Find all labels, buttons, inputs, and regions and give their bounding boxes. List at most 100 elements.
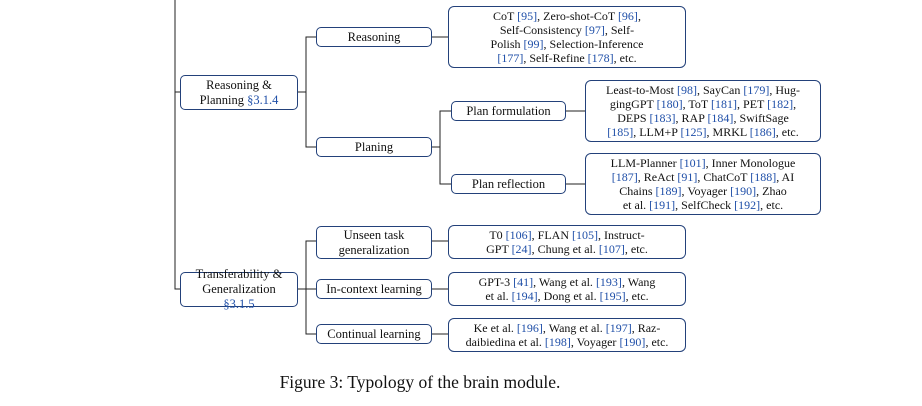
citation-ref: [192] [734, 198, 761, 212]
edge-planing-formulation [432, 110, 451, 148]
citation-ref: [180] [656, 97, 683, 111]
leaf-text-run: LLM-Planner [610, 156, 680, 170]
node-unseen-task: Unseen task generalization [316, 226, 432, 259]
citation-ref: [105] [572, 228, 599, 242]
citation-ref: [185] [607, 125, 634, 139]
citation-ref: [197] [605, 321, 632, 335]
citation-ref: [179] [743, 83, 770, 97]
leaf-text-run: DEPS [617, 111, 650, 125]
citation-ref: [183] [649, 111, 676, 125]
leaf-text-run: , LLM+P [633, 125, 681, 139]
leaf-text-run: , Hug- [769, 83, 800, 97]
leaf-text-run: gingGPT [609, 97, 657, 111]
citation-ref: [97] [584, 23, 605, 37]
citation-ref: [177] [497, 51, 524, 65]
leaf-text-run: et al. [622, 198, 650, 212]
leaf-unseen-task: T0 [106], FLAN [105], Instruct-GPT [24],… [448, 225, 686, 259]
leaf-text-run: , etc. [613, 51, 637, 65]
leaf-text-run: Ke et al. [473, 321, 517, 335]
citation-ref: [41] [513, 275, 534, 289]
edge-rp-reasoning [298, 36, 316, 93]
section-ref-3-1-5: §3.1.5 [223, 297, 255, 311]
citation-ref: [96] [617, 9, 638, 23]
node-continual: Continual learning [316, 324, 432, 344]
leaf-text-run: , Wang et al. [542, 321, 606, 335]
edge-rp-planing [305, 92, 316, 148]
leaf-text-run: , etc. [760, 198, 784, 212]
node-unseen-task-label: Unseen task generalization [338, 227, 410, 257]
node-transferability-label2: Generalization [202, 282, 276, 296]
edge-planing-reflection [439, 147, 451, 185]
node-reasoning-planning-label2: Planning [199, 92, 248, 107]
section-ref-3-1-4: §3.1.4 [247, 92, 279, 107]
citation-ref: [125] [680, 125, 707, 139]
leaf-text-run: , Voyager [570, 335, 620, 349]
leaf-text: LLM-Planner [101], Inner Monologue[187],… [611, 156, 796, 212]
trunk-line-2 [174, 92, 181, 290]
leaf-text-run: , etc. [624, 242, 648, 256]
citation-ref: [190] [730, 184, 757, 198]
citation-ref: [106] [505, 228, 532, 242]
citation-ref: [189] [655, 184, 682, 198]
node-plan-formulation-label: Plan formulation [466, 103, 551, 118]
citation-ref: [193] [595, 275, 622, 289]
node-transferability-label: Transferability & [195, 267, 283, 281]
leaf-text-run: , Voyager [681, 184, 731, 198]
node-in-context: In-context learning [316, 279, 432, 299]
node-plan-reflection-label: Plan reflection [471, 176, 546, 191]
leaf-text-run: , Zero-shot-CoT [537, 9, 618, 23]
leaf-text-run: Self-Consistency [499, 23, 585, 37]
edge-tg-unseen [298, 240, 316, 290]
leaf-text-run: , Wang [621, 275, 656, 289]
node-in-context-label: In-context learning [326, 281, 422, 296]
leaf-text-run: daibiedina et al. [465, 335, 545, 349]
leaf-text-run: , SelfCheck [675, 198, 735, 212]
leaf-text-run: , etc. [625, 289, 649, 303]
node-reasoning-planning-label: Reasoning & [206, 77, 272, 92]
leaf-text-run: , Inner Monologue [705, 156, 796, 170]
leaf-text-run: GPT-3 [478, 275, 514, 289]
citation-ref: [98] [676, 83, 697, 97]
citation-ref: [195] [599, 289, 626, 303]
leaf-text-run: CoT [493, 9, 518, 23]
leaf-text: T0 [106], FLAN [105], Instruct-GPT [24],… [486, 228, 648, 256]
leaf-text-run: Polish [490, 37, 524, 51]
citation-ref: [99] [523, 37, 544, 51]
leaf-plan-reflection: LLM-Planner [101], Inner Monologue[187],… [585, 153, 821, 215]
leaf-text-run: , AI [776, 170, 795, 184]
leaf-text-run: , SayCan [696, 83, 744, 97]
node-plan-formulation: Plan formulation [451, 101, 566, 121]
leaf-text-run: , Instruct- [598, 228, 645, 242]
leaf-text: Least-to-Most [98], SayCan [179], Hug-gi… [606, 83, 800, 139]
edge-tg-continual [305, 289, 316, 335]
citation-ref: [188] [750, 170, 777, 184]
citation-ref: [186] [749, 125, 776, 139]
leaf-text-run: , FLAN [531, 228, 573, 242]
leaf-continual: Ke et al. [196], Wang et al. [197], Raz-… [448, 318, 686, 352]
leaf-text-run: , Selection-Inference [543, 37, 644, 51]
citation-ref: [178] [587, 51, 614, 65]
leaf-text-run: Chains [619, 184, 656, 198]
leaf-plan-formulation: Least-to-Most [98], SayCan [179], Hug-gi… [585, 80, 821, 142]
citation-ref: [95] [517, 9, 538, 23]
leaf-text-run: , RAP [675, 111, 708, 125]
leaf-text-run: , MRKL [706, 125, 750, 139]
citation-ref: [101] [679, 156, 706, 170]
leaf-text: CoT [95], Zero-shot-CoT [96],Self-Consis… [491, 9, 644, 65]
leaf-text-run: , Self- [604, 23, 635, 37]
leaf-text-run: et al. [485, 289, 512, 303]
leaf-text-run: , Zhao [756, 184, 787, 198]
leaf-text-run: , ReAct [637, 170, 678, 184]
leaf-text-run: , PET [737, 97, 768, 111]
citation-ref: [107] [598, 242, 625, 256]
citation-ref: [196] [516, 321, 543, 335]
leaf-text-run: , ToT [682, 97, 712, 111]
leaf-text-run: Least-to-Most [605, 83, 677, 97]
node-transferability: Transferability &Generalization §3.1.5 [180, 267, 298, 311]
node-planing-label: Planing [354, 139, 394, 154]
leaf-text-run: , etc. [775, 125, 799, 139]
citation-ref: [91] [677, 170, 698, 184]
